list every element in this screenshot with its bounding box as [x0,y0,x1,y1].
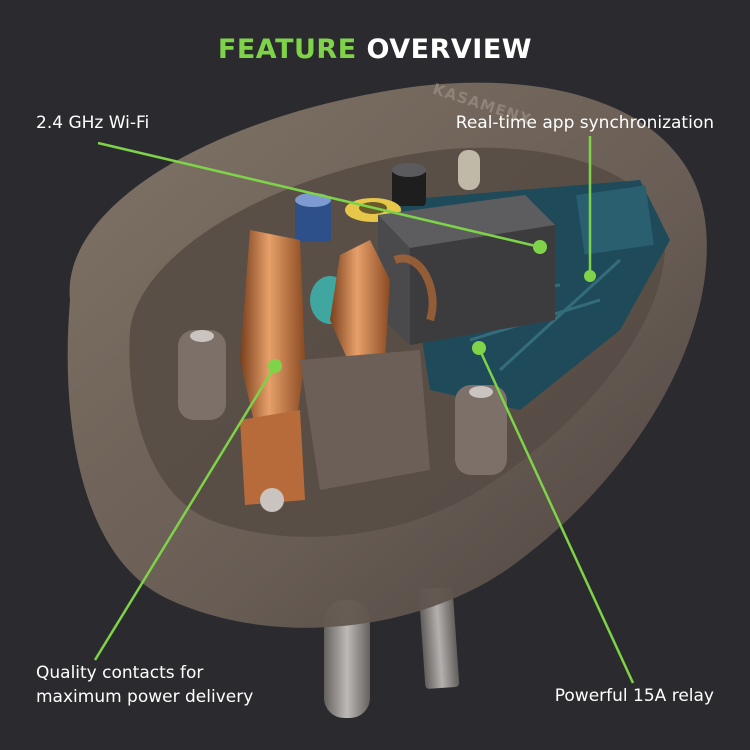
copper-contact [240,230,305,470]
callout-contacts-line1: Quality contacts for [36,663,204,683]
callout-dots [268,240,596,373]
relay [378,195,555,345]
leader-wifi [97,141,541,249]
callout-wifi: 2.4 GHz Wi-Fi [36,113,150,133]
title-rest: OVERVIEW [356,34,533,65]
callout-relay: Powerful 15A relay [554,686,714,706]
dot-relay [472,341,486,355]
dot-wifi [533,240,547,254]
copper-contact [240,410,305,505]
callout-lines [93,136,635,684]
title-accent: FEATURE [217,34,357,65]
led [458,150,480,190]
callout-contacts: Quality contacts for maximum power deliv… [36,661,253,709]
dot-sync [584,270,596,282]
page-title: FEATURE OVERVIEW [0,34,750,65]
capacitor [392,163,426,206]
capacitor [295,193,331,242]
callout-sync: Real-time app synchronization [455,113,714,133]
mount-post [455,385,507,475]
leader-contacts [93,365,277,661]
prong-flat [418,587,460,689]
dot-contacts [268,359,282,373]
callout-contacts-line2: maximum power delivery [36,687,254,707]
terminal-block [300,350,430,490]
copper-contact [330,240,390,365]
prong-round [324,600,370,718]
leader-relay [477,347,635,684]
screw [260,488,284,512]
mount-post [178,330,226,420]
